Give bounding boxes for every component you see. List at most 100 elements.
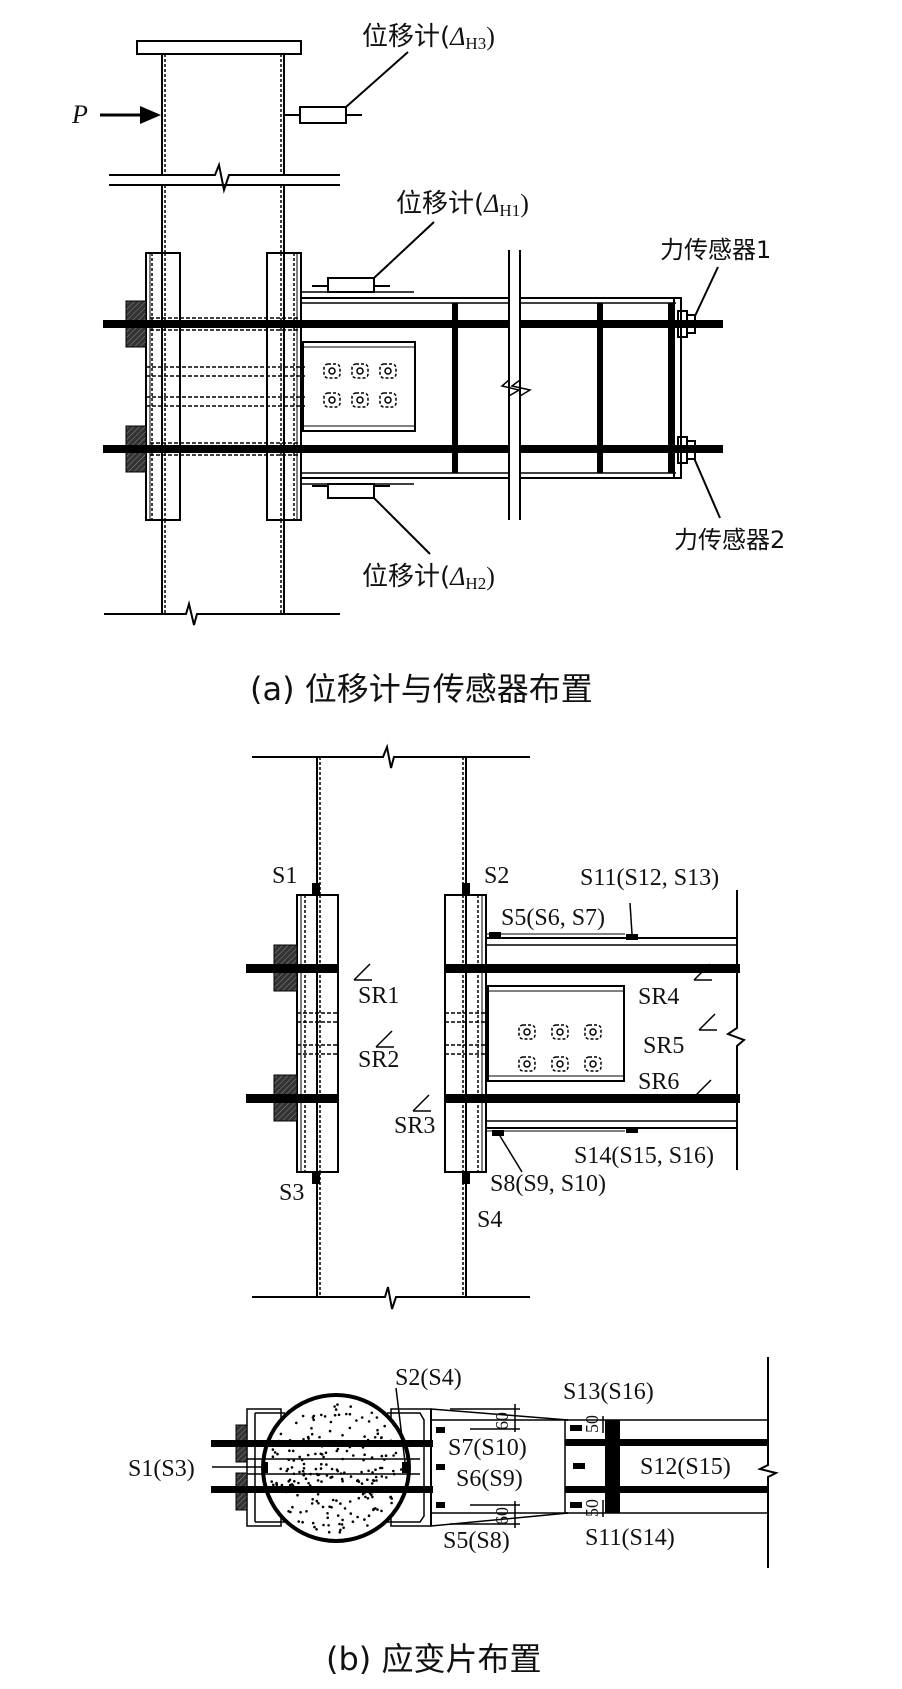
bolt-hole — [584, 1024, 602, 1040]
aggregate-dot — [338, 1530, 342, 1534]
rosette-icon — [693, 963, 712, 981]
bolt-hole — [323, 363, 341, 379]
aggregate-dot — [348, 1500, 352, 1503]
aggregate-dot — [322, 1455, 325, 1459]
label-s1s3: S1(S3) — [128, 1456, 195, 1482]
aggregate-dot — [367, 1469, 370, 1473]
aggregate-dot — [310, 1502, 314, 1505]
gauge-s14 — [626, 1127, 638, 1133]
beam-a — [301, 250, 682, 520]
aggregate-dot — [371, 1495, 374, 1499]
plan-strain-gauges — [436, 1425, 585, 1508]
label-s11s14: S11(S14) — [585, 1525, 675, 1551]
aggregate-dot — [316, 1479, 320, 1482]
aggregate-dot — [275, 1481, 278, 1485]
aggregate-dot — [376, 1508, 379, 1511]
aggregate-dot — [320, 1462, 323, 1466]
rosette-icon — [694, 1079, 713, 1097]
aggregate-dot — [270, 1480, 274, 1483]
aggregate-dot — [339, 1502, 342, 1505]
aggregate-dot — [363, 1435, 366, 1438]
jacket-b-right — [444, 894, 487, 1173]
splice-plate-a — [302, 341, 416, 432]
aggregate-dot — [305, 1510, 308, 1513]
aggregate-dot — [356, 1479, 360, 1482]
aggregate-dot — [372, 1507, 375, 1511]
bolt-hole — [584, 1056, 602, 1072]
tie-rod-top — [103, 320, 723, 328]
bolt-hole — [351, 363, 369, 379]
aggregate-dot — [380, 1436, 383, 1439]
aggregate-dot — [311, 1416, 315, 1419]
gauge-s2-plan — [402, 1462, 408, 1473]
aggregate-dot — [328, 1429, 332, 1433]
aggregate-dot — [290, 1466, 294, 1469]
aggregate-dot — [297, 1520, 301, 1523]
disp-h3-label: 位移计(ΔH3) — [362, 22, 495, 53]
aggregate-dot — [345, 1412, 348, 1416]
break-line-top — [109, 161, 340, 194]
bolt-hole — [518, 1056, 536, 1072]
caption-b: (b) 应变片布置 — [326, 1640, 541, 1678]
bolt — [328, 396, 336, 404]
label-s13s16: S13(S16) — [563, 1379, 654, 1405]
aggregate-dot — [341, 1434, 344, 1437]
aggregate-dot — [383, 1424, 387, 1428]
aggregate-dot — [345, 1449, 349, 1453]
disp-h1-label: 位移计(ΔH1) — [396, 189, 529, 220]
aggregate-dot — [279, 1432, 283, 1436]
aggregate-dot — [302, 1438, 305, 1441]
aggregate-dot — [376, 1432, 380, 1435]
aggregate-dot — [315, 1528, 318, 1531]
cft-column-section — [261, 1393, 411, 1543]
aggregate-dot — [349, 1475, 353, 1478]
label-s2: S2 — [484, 863, 509, 889]
bolt-hole — [551, 1024, 569, 1040]
break-line-b-bottom — [252, 1286, 530, 1310]
bolt-hole — [323, 392, 341, 408]
aggregate-dot — [336, 1403, 339, 1406]
aggregate-dot — [314, 1467, 318, 1471]
label-sr5: SR5 — [643, 1033, 684, 1059]
bolt-hole — [379, 363, 397, 379]
label-sr3: SR3 — [394, 1113, 435, 1139]
aggregate-dot — [319, 1452, 323, 1456]
aggregate-dot — [333, 1413, 337, 1417]
aggregate-dot — [392, 1454, 395, 1457]
leader-s11 — [629, 902, 633, 935]
gauge-s8 — [492, 1130, 504, 1136]
aggregate-dot — [311, 1498, 315, 1501]
aggregate-dot — [349, 1405, 353, 1408]
aggregate-dot — [342, 1526, 345, 1529]
rod-b-right-bottom — [445, 1094, 740, 1103]
aggregate-dot — [322, 1523, 325, 1527]
aggregate-dot — [325, 1474, 329, 1477]
label-s7s10: S7(S10) — [448, 1435, 527, 1461]
aggregate-dot — [389, 1495, 393, 1499]
rod-b-left-top — [246, 964, 338, 973]
aggregate-dot — [375, 1416, 379, 1419]
force-sensor-1-label: 力传感器1 — [660, 236, 771, 264]
aggregate-dot — [276, 1452, 279, 1456]
bolt — [556, 1028, 564, 1036]
rosette-icon — [412, 1094, 431, 1112]
aggregate-dot — [289, 1510, 292, 1514]
splice-plate-b — [487, 985, 625, 1082]
label-sr4: SR4 — [638, 984, 679, 1010]
label-s4: S4 — [477, 1207, 502, 1233]
aggregate-dot — [306, 1435, 310, 1439]
aggregate-dot — [360, 1470, 363, 1474]
aggregate-dot — [334, 1408, 338, 1411]
aggregate-dot — [370, 1411, 374, 1415]
part-a-diagram: P 位移计(ΔH3) — [71, 22, 785, 708]
aggregate-dot — [352, 1454, 355, 1457]
aggregate-dot — [348, 1426, 352, 1430]
beam-b — [486, 890, 746, 1170]
bolt-hole — [518, 1024, 536, 1040]
dim-50-bottom: 50 — [582, 1499, 602, 1517]
aggregate-dot — [293, 1480, 296, 1483]
force-sensor-2 — [677, 436, 721, 519]
aggregate-dot — [348, 1412, 352, 1416]
bolt — [589, 1028, 597, 1036]
aggregate-dot — [310, 1432, 314, 1436]
